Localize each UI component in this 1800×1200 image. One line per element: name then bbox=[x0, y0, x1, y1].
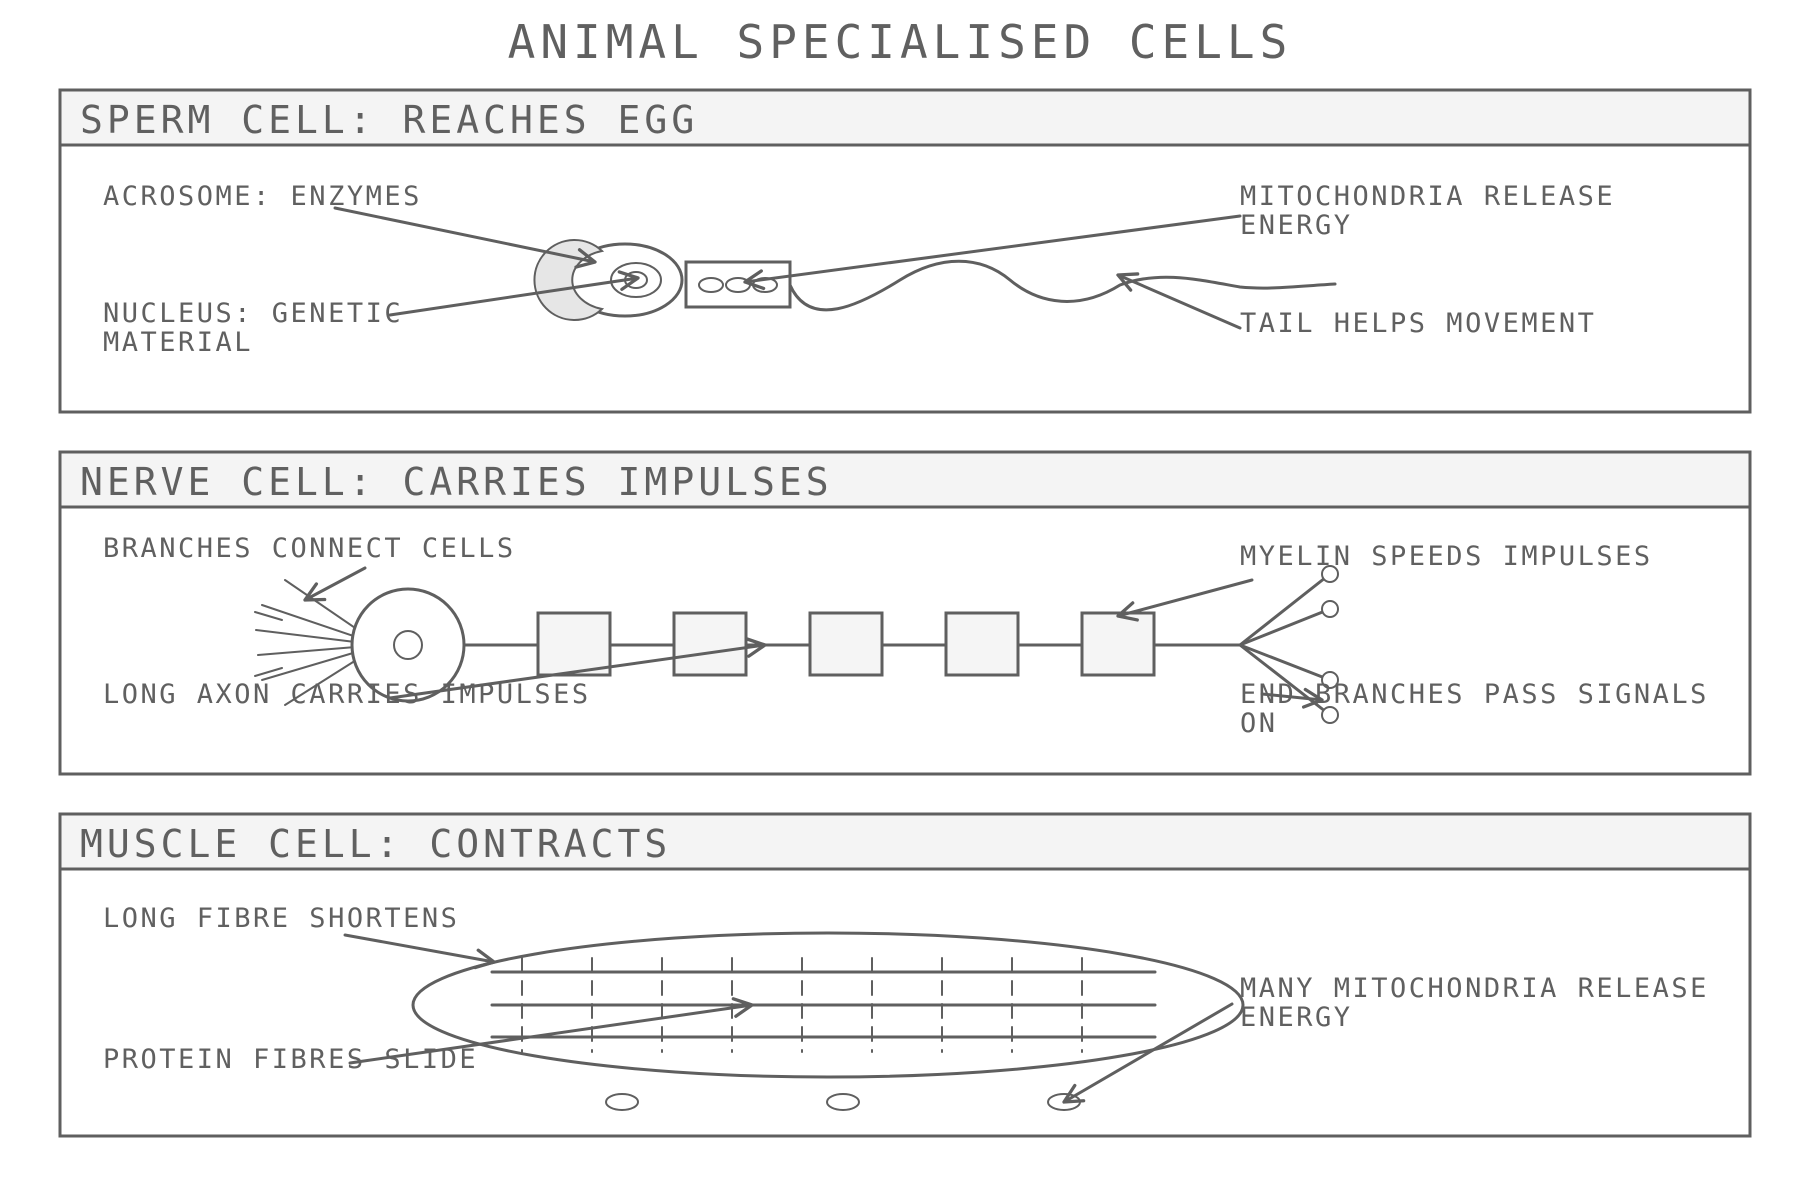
nerve-panel-title: NERVE CELL: CARRIES IMPULSES bbox=[80, 460, 833, 504]
myelin-sheath bbox=[536, 611, 612, 677]
mitochondria-label-line-1: MITOCHONDRIA RELEASE bbox=[1240, 181, 1615, 212]
protein-pointer bbox=[348, 997, 754, 1065]
sperm-panel: SPERM CELL: REACHES EGG ACROSOME: ENZYME… bbox=[58, 88, 1752, 414]
sperm-panel-header bbox=[58, 88, 1752, 147]
end-branches-label-line-2: ON bbox=[1240, 708, 1278, 739]
branches-label: BRANCHES CONNECT CELLS bbox=[103, 533, 516, 564]
nucleus-pointer bbox=[388, 270, 640, 317]
muscle-mitochondria-label-line-2: ENERGY bbox=[1240, 1002, 1353, 1033]
nerve-nucleus bbox=[393, 630, 423, 660]
myelin-label: MYELIN SPEEDS IMPULSES bbox=[1240, 541, 1653, 572]
tail-pointer bbox=[1116, 272, 1242, 330]
nucleus-label-line-2: MATERIAL bbox=[103, 327, 253, 358]
acrosome-pointer bbox=[333, 206, 597, 269]
synaptic-terminal bbox=[1321, 671, 1339, 689]
muscle-panel: MUSCLE CELL: CONTRACTS LONG FIBRE SHORTE… bbox=[58, 812, 1752, 1138]
mitochondria-label-line-2: ENERGY bbox=[1240, 210, 1353, 241]
end-branches-label-line-1: END BRANCHES PASS SIGNALS bbox=[1240, 679, 1709, 710]
nerve-panel: NERVE CELL: CARRIES IMPULSES bbox=[58, 450, 1752, 776]
myelin-sheath bbox=[1080, 611, 1156, 677]
acrosome-label: ACROSOME: ENZYMES bbox=[103, 181, 422, 212]
sperm-panel-title: SPERM CELL: REACHES EGG bbox=[80, 98, 698, 142]
muscle-mitochondrion bbox=[826, 1093, 860, 1111]
end-branches-pointer bbox=[1260, 687, 1324, 709]
mitochondria-pointer bbox=[743, 214, 1242, 291]
muscle-panel-header bbox=[58, 812, 1752, 871]
axon-label: LONG AXON CARRIES IMPULSES bbox=[103, 679, 591, 710]
synaptic-terminal bbox=[1321, 600, 1339, 618]
tail-label: TAIL HELPS MOVEMENT bbox=[1240, 308, 1596, 339]
fibre-pointer bbox=[343, 933, 496, 970]
myelin-pointer bbox=[1116, 578, 1254, 622]
axon-pointer bbox=[388, 637, 767, 700]
diagram-title: ANIMAL SPECIALISED CELLS bbox=[508, 15, 1293, 69]
branches-pointer bbox=[303, 566, 367, 602]
protein-label: PROTEIN FIBRES SLIDE bbox=[103, 1044, 478, 1075]
myelin-sheath bbox=[944, 611, 1020, 677]
synaptic-terminal bbox=[1321, 565, 1339, 583]
fibre-label: LONG FIBRE SHORTENS bbox=[103, 903, 459, 934]
synaptic-terminal bbox=[1321, 706, 1339, 724]
myelin-sheath bbox=[808, 611, 884, 677]
muscle-panel-title: MUSCLE CELL: CONTRACTS bbox=[80, 822, 671, 866]
sperm-mitochondrion bbox=[725, 277, 751, 293]
sperm-mitochondrion bbox=[698, 277, 724, 293]
nerve-panel-header bbox=[58, 450, 1752, 509]
muscle-mitochondria-label-line-1: MANY MITOCHONDRIA RELEASE bbox=[1240, 973, 1709, 1004]
myelin-sheath bbox=[672, 611, 748, 677]
muscle-mitochondrion bbox=[605, 1093, 639, 1111]
nucleus-label-line-1: NUCLEUS: GENETIC bbox=[103, 298, 403, 329]
muscle-mitochondria-pointer bbox=[1062, 1002, 1234, 1104]
sperm-tail bbox=[788, 259, 1337, 312]
sperm-acrosome bbox=[533, 239, 605, 321]
